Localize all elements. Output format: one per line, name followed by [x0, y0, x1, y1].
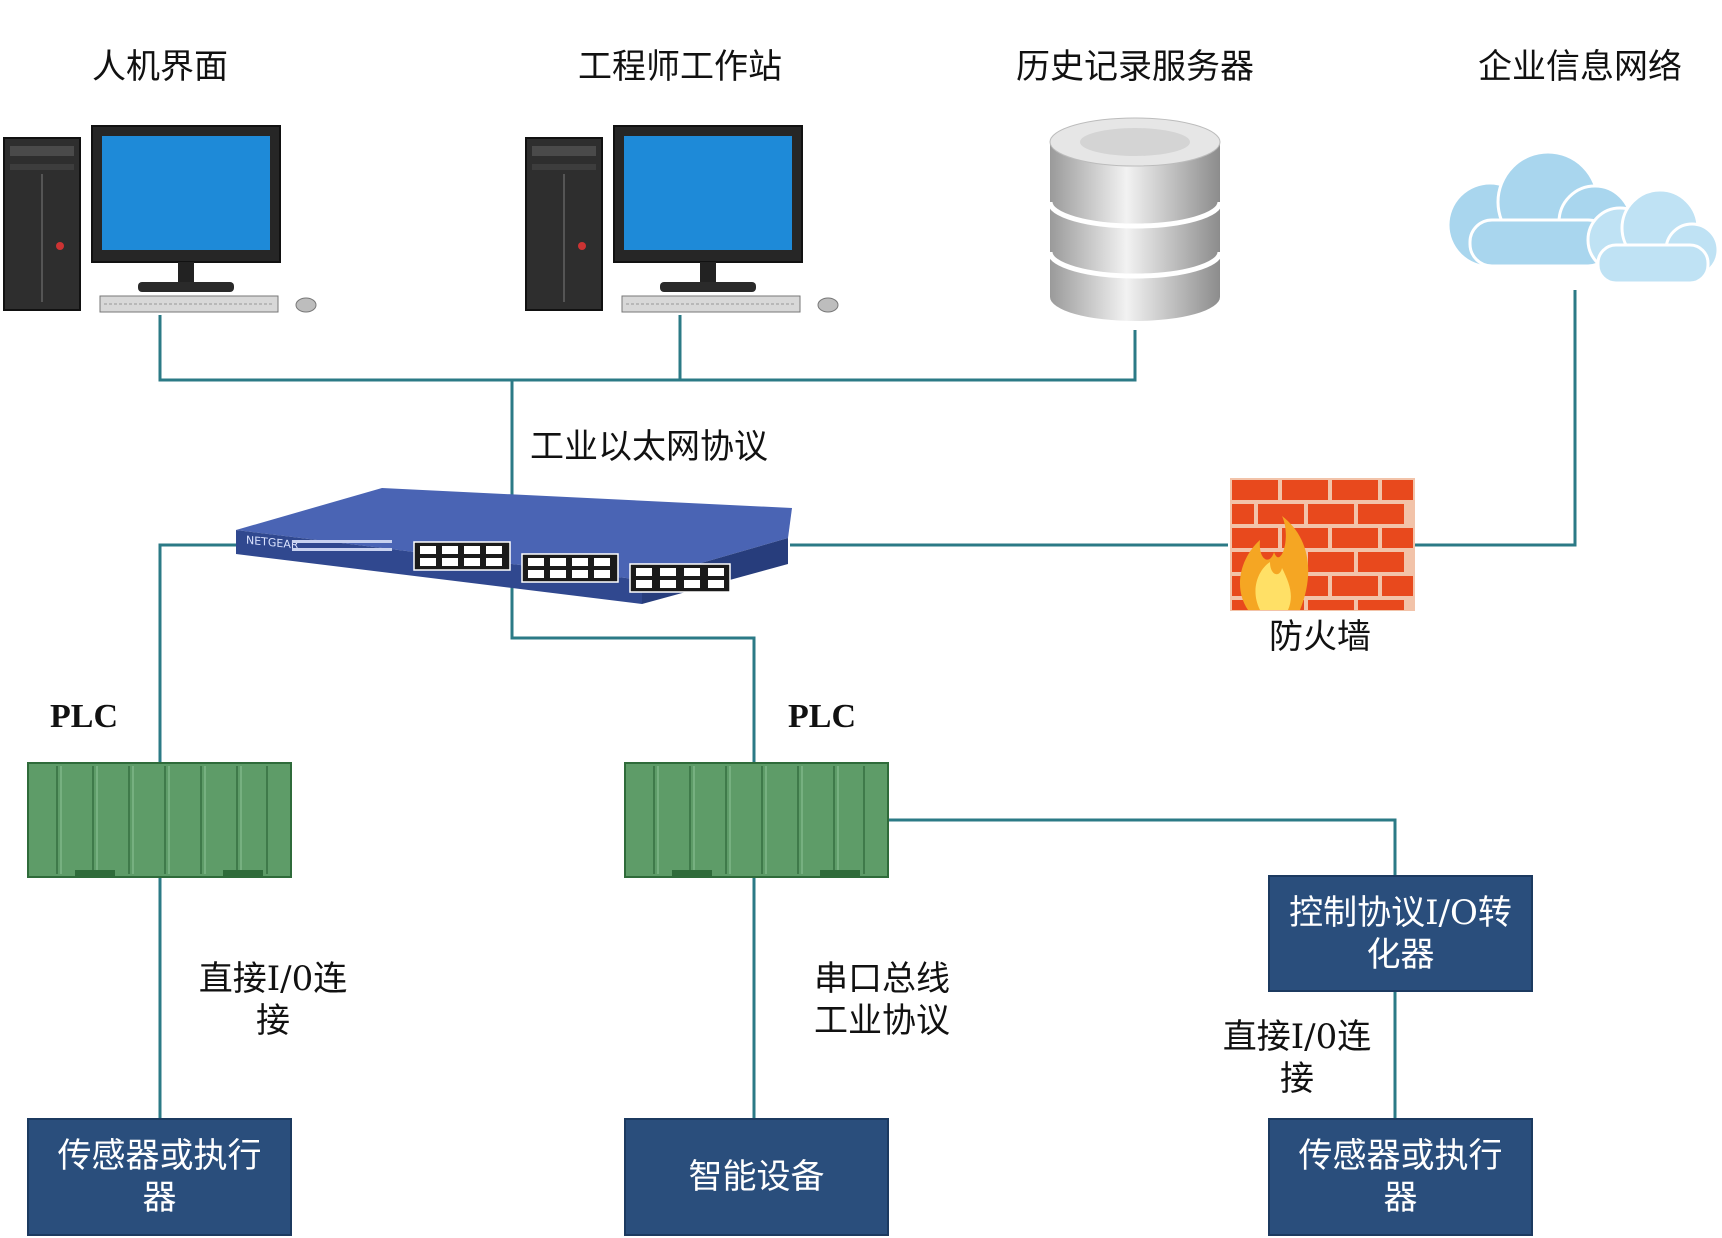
switch-brand-text: NETGEAR	[246, 533, 299, 552]
mid-link-label-line1: 串口总线	[814, 959, 950, 999]
firewall-label: 防火墙	[1269, 617, 1371, 657]
left-link-label-line1: 直接I/0连	[198, 959, 348, 999]
converter-line2: 化器	[1366, 934, 1435, 975]
sensor-left-line2: 器	[142, 1178, 177, 1218]
sensor-right-line1: 传感器或执行	[1298, 1136, 1503, 1176]
sensor-actuator-left-box: 传感器或执行 器	[27, 1118, 292, 1236]
right-link-label: 直接I/0连 接	[1212, 1016, 1382, 1100]
converter-line1: 控制协议I/O转	[1289, 892, 1512, 933]
protocol-converter-box: 控制协议I/O转 化器	[1268, 875, 1533, 992]
ethernet-switch-icon: NETGEAR	[236, 488, 792, 604]
historian-label: 历史记录服务器	[1016, 47, 1254, 87]
firewall-icon	[1230, 478, 1415, 611]
sensor-left-line1: 传感器或执行	[57, 1136, 262, 1176]
hmi-label: 人机界面	[92, 47, 228, 87]
cloud-icon	[1446, 150, 1720, 285]
smart-device-label: 智能设备	[688, 1157, 825, 1197]
right-link-label-line1: 直接I/0连	[1222, 1017, 1372, 1057]
sensor-right-line2: 器	[1383, 1178, 1418, 1218]
industrial-ethernet-label: 工业以太网协议	[530, 427, 768, 467]
sensor-actuator-right-box: 传感器或执行 器	[1268, 1118, 1533, 1236]
hmi-computer-icon	[3, 125, 317, 313]
enterprise-network-label: 企业信息网络	[1478, 47, 1682, 87]
mid-link-label: 串口总线 工业协议	[802, 958, 962, 1042]
plc-mid-device-icon	[624, 762, 889, 878]
database-server-icon	[1047, 117, 1223, 321]
right-link-label-line2: 接	[1280, 1059, 1314, 1099]
plc-left-label: PLC	[50, 698, 118, 735]
plc-mid-label: PLC	[788, 698, 856, 735]
mid-link-label-line2: 工业协议	[814, 1001, 950, 1041]
smart-device-box: 智能设备	[624, 1118, 889, 1236]
left-link-label-line2: 接	[256, 1001, 290, 1041]
left-link-label: 直接I/0连 接	[188, 958, 358, 1042]
engineer-station-label: 工程师工作站	[578, 47, 782, 87]
engineer-station-computer-icon	[525, 125, 839, 313]
plc-left-device-icon	[27, 762, 292, 878]
